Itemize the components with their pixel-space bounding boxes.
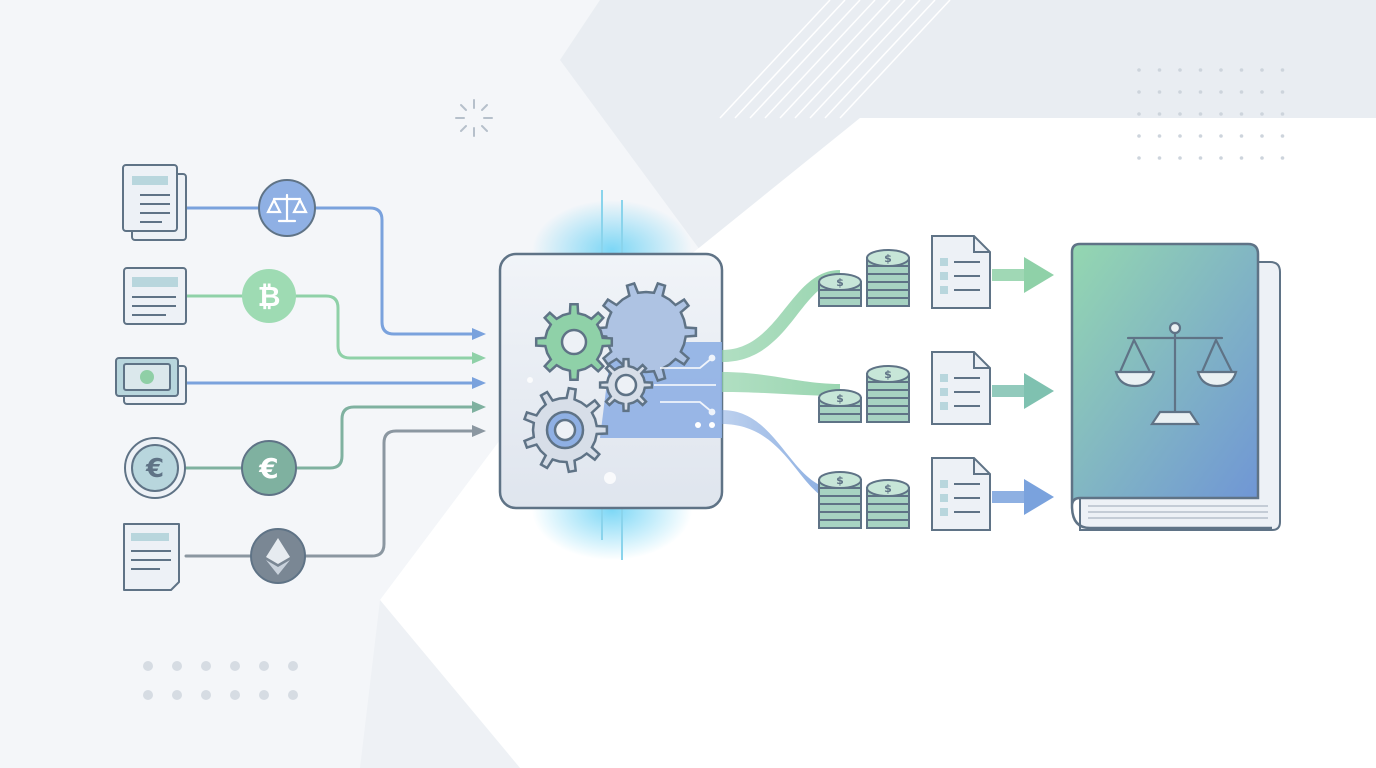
report-document-icon bbox=[931, 457, 991, 531]
invoice-document-icon bbox=[123, 523, 180, 591]
dollar-symbol: $ bbox=[884, 252, 892, 265]
euro-icon: € bbox=[241, 440, 297, 496]
scales-icon bbox=[258, 179, 316, 237]
dollar-symbol: $ bbox=[836, 392, 844, 405]
banknote-icon bbox=[115, 357, 187, 405]
dollar-symbol: $ bbox=[884, 368, 892, 381]
report-document-icon bbox=[931, 235, 991, 309]
coin-stacks-icon: $$ bbox=[818, 365, 910, 423]
output-arrow bbox=[992, 257, 1054, 293]
bitcoin-symbol: ₿ bbox=[258, 280, 281, 313]
euro-symbol: € bbox=[258, 452, 278, 485]
output-row: $$ bbox=[818, 351, 1054, 425]
connector-line-5 bbox=[184, 429, 474, 558]
diagonal-lines-decoration bbox=[719, 0, 951, 119]
connector-line-2 bbox=[184, 294, 474, 360]
output-arrow bbox=[992, 479, 1054, 515]
euro-coin-symbol: € bbox=[145, 454, 164, 484]
output-row: $$ bbox=[818, 457, 1054, 531]
gears-processor-icon bbox=[498, 190, 724, 560]
gears-group bbox=[522, 281, 698, 474]
dot-grid-decoration bbox=[1137, 68, 1285, 160]
coin-stacks-icon: $$ bbox=[818, 471, 910, 529]
documents-stack-icon bbox=[122, 164, 187, 241]
coin-stack: $ bbox=[866, 479, 910, 529]
circuit-traces bbox=[654, 354, 716, 416]
output-arrow bbox=[992, 373, 1054, 409]
euro-coin-icon: € bbox=[124, 437, 186, 499]
dot-grid-decoration-bottom bbox=[143, 661, 298, 700]
connector-line-4 bbox=[184, 405, 474, 470]
dollar-symbol: $ bbox=[836, 474, 844, 487]
balance-scale-icon bbox=[1114, 321, 1238, 426]
input-badges: ₿ € bbox=[241, 179, 316, 584]
connector-line-1 bbox=[184, 206, 474, 336]
coin-stack: $ bbox=[866, 365, 910, 423]
coin-stack: $ bbox=[818, 389, 862, 423]
coin-stack: $ bbox=[818, 273, 862, 307]
input-connectors bbox=[184, 206, 474, 558]
output-rows: $$$$$$ bbox=[818, 235, 1054, 531]
book-pages bbox=[1088, 505, 1268, 519]
coin-stacks-icon: $$ bbox=[818, 249, 910, 307]
coin-stack: $ bbox=[866, 249, 910, 307]
law-book-icon bbox=[1070, 242, 1281, 531]
output-row: $$ bbox=[818, 235, 1054, 309]
report-document-icon bbox=[931, 351, 991, 425]
ledger-document-icon bbox=[123, 267, 187, 325]
bitcoin-icon: ₿ bbox=[242, 269, 296, 323]
ethereum-icon bbox=[250, 528, 306, 584]
dollar-symbol: $ bbox=[884, 482, 892, 495]
connector-arrowheads bbox=[472, 328, 486, 437]
sparkle-icon bbox=[455, 99, 493, 137]
coin-stack: $ bbox=[818, 471, 862, 529]
input-sources: € bbox=[115, 164, 187, 591]
dollar-symbol: $ bbox=[836, 276, 844, 289]
